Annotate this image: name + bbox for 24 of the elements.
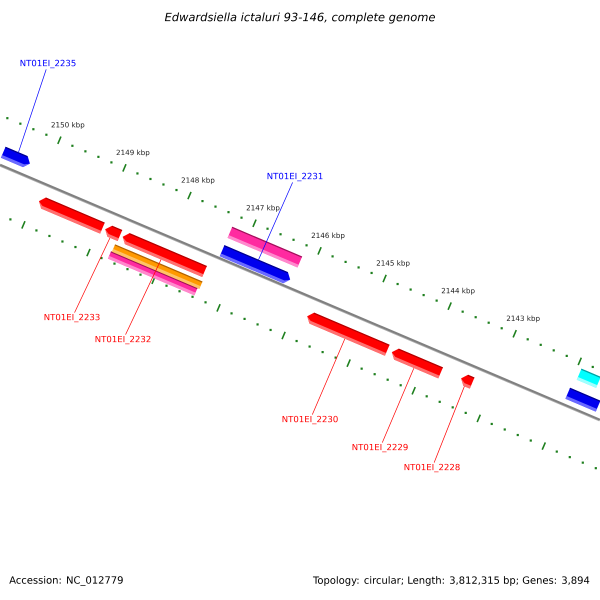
- gene-label: NT01EI_2231: [268, 172, 322, 182]
- leader-line: [74, 238, 110, 313]
- gene-feature: [392, 348, 443, 378]
- gene-feature: [461, 374, 474, 389]
- gene-feature: [307, 312, 390, 356]
- gene-label: NT01EI_2229: [352, 444, 408, 452]
- gene-label: NT01EI_2230: [282, 416, 338, 424]
- gene-label: NT01EI_2228: [404, 464, 460, 472]
- gene-feature: [0, 146, 30, 168]
- gene-label: NT01EI_2235: [20, 60, 76, 68]
- footer-text: Accession: NC_012779: [9, 576, 123, 586]
- gene-label: NT01EI_2232: [96, 336, 150, 344]
- leader-line: [382, 368, 414, 443]
- leader-line: [312, 338, 346, 415]
- leader-line: [125, 259, 162, 335]
- gene-feature: [122, 233, 207, 277]
- leader-line: [258, 182, 293, 260]
- gene-feature: [220, 245, 290, 284]
- leader-line: [434, 386, 465, 463]
- gene-feature: [105, 226, 122, 242]
- leader-line: [18, 69, 47, 152]
- gene-label: NT01EI_2233: [44, 314, 100, 322]
- title: Edwardsiella ictaluri 93-146, complete genome: [164, 12, 435, 24]
- footer-text: Topology: circular; Length: 3,812,315 bp; Genes: 3,894: [312, 576, 590, 586]
